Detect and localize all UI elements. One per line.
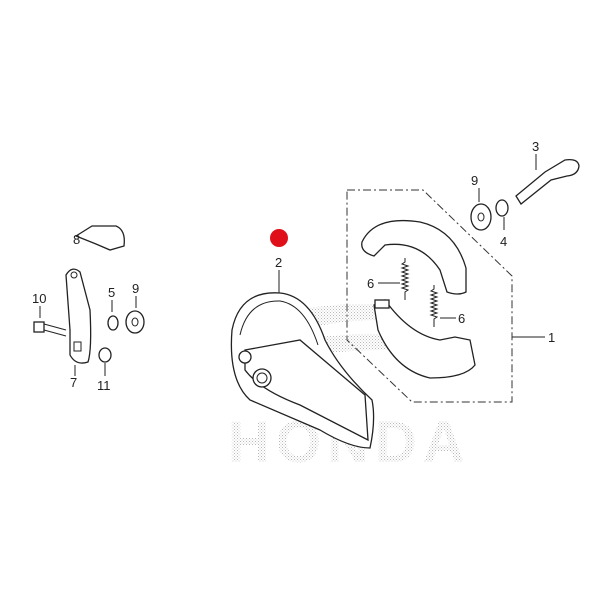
callout-6a: 6 [367, 276, 374, 291]
assembly-bracket [346, 189, 513, 403]
selected-part-marker[interactable] [270, 229, 288, 247]
callout-4: 4 [500, 234, 507, 249]
brake-shoes-part-1[interactable] [361, 219, 476, 379]
callout-1: 1 [548, 330, 555, 345]
bearing-part-9-right[interactable] [470, 188, 492, 231]
callout-9b: 9 [132, 281, 139, 296]
bolt-part-10[interactable] [33, 306, 67, 337]
callout-2: 2 [275, 255, 282, 270]
nut-part-11[interactable] [98, 347, 112, 376]
callout-11: 11 [97, 378, 111, 393]
springs-part-6[interactable] [378, 258, 456, 327]
brake-panel-part-2[interactable] [230, 270, 375, 449]
callout-3: 3 [532, 139, 539, 154]
callout-5: 5 [108, 285, 115, 300]
callout-6b: 6 [458, 311, 465, 326]
callout-8: 8 [73, 232, 80, 247]
washer-part-5[interactable] [107, 300, 119, 331]
indicator-part-8[interactable] [74, 225, 125, 251]
callout-7: 7 [70, 375, 77, 390]
callout-10: 10 [32, 291, 46, 306]
cam-shaft-part-3[interactable] [515, 154, 580, 205]
bearing-part-9-left[interactable] [125, 296, 145, 334]
callout-9a: 9 [471, 173, 478, 188]
washer-part-4[interactable] [495, 199, 509, 230]
brake-arm-part-7[interactable] [65, 268, 92, 376]
